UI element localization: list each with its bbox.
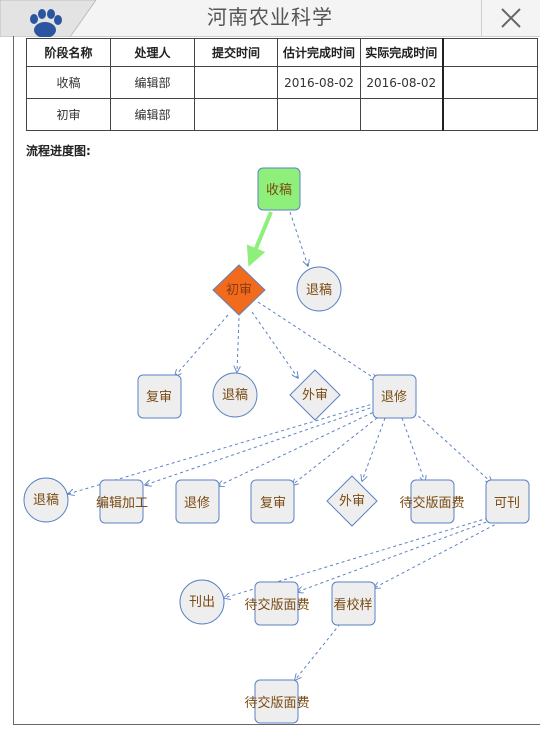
- flow-edge: [257, 301, 377, 380]
- flow-node-tuigao[interactable]: 退稿: [212, 372, 258, 418]
- table-cell-empty: [442, 98, 538, 131]
- flow-node-daijiao[interactable]: 待交版面费: [244, 679, 310, 724]
- column-header: 实际完成时间: [360, 38, 444, 67]
- flow-node-daijiao[interactable]: 待交版面费: [399, 479, 465, 524]
- flow-edge: [289, 211, 308, 266]
- flow-node-daijiao[interactable]: 待交版面费: [244, 581, 310, 626]
- column-header-empty: [442, 38, 538, 67]
- flow-node-tuixiu[interactable]: 退修: [372, 374, 417, 419]
- flow-edge: [251, 311, 298, 378]
- flow-node-label: 退修: [184, 496, 210, 511]
- flow-edge: [218, 409, 379, 486]
- flow-node-label: 复审: [260, 496, 286, 511]
- flow-node-label: 编辑加工: [96, 496, 148, 511]
- flow-node-label: 待交版面费: [399, 495, 464, 511]
- flow-edge: [401, 417, 425, 482]
- flow-node-label: 退修: [381, 390, 407, 405]
- flow-node-label: 外审: [302, 388, 328, 403]
- flow-edge: [297, 519, 493, 592]
- flow-node-label: 外审: [339, 494, 365, 509]
- flow-edge: [295, 623, 341, 680]
- table-header-row: 阶段名称 处理人 提交时间 估计完成时间 实际完成时间: [26, 38, 538, 67]
- flow-edge-active: [246, 211, 273, 267]
- flow-node-kanjiao[interactable]: 看校样: [331, 581, 376, 626]
- flow-edge: [374, 521, 501, 588]
- flow-node-label: 退稿: [222, 387, 248, 403]
- flow-node-label: 可刊: [494, 496, 520, 511]
- flow-node-label: 看校样: [333, 597, 372, 613]
- app-title: 河南农业科学: [207, 5, 333, 29]
- flow-edge: [145, 405, 377, 485]
- app-header: 河南农业科学: [0, 0, 540, 37]
- flow-node-bianji[interactable]: 编辑加工: [96, 479, 148, 524]
- flow-node-waishen[interactable]: 外审: [326, 475, 378, 527]
- flow-node-chushen[interactable]: 初审: [212, 264, 266, 316]
- table-cell: [194, 98, 278, 131]
- table-cell: 收稿: [26, 66, 111, 99]
- flow-node-tuigao[interactable]: 退稿: [23, 477, 69, 523]
- flow-node-shougao[interactable]: 收稿: [257, 167, 301, 211]
- flow-node-tuixiu[interactable]: 退修: [175, 479, 220, 524]
- close-button[interactable]: [481, 0, 540, 36]
- flow-node-fushen[interactable]: 复审: [250, 479, 295, 524]
- flow-node-label: 收稿: [266, 182, 292, 198]
- process-content: 阶段名称 处理人 提交时间 估计完成时间 实际完成时间 收稿 编辑部 2016-…: [13, 36, 540, 725]
- flow-node-label: 复审: [146, 390, 172, 405]
- flow-edge: [292, 413, 383, 485]
- flow-node-tuigao[interactable]: 退稿: [296, 266, 342, 312]
- flow-node-label: 待交版面费: [244, 597, 309, 613]
- progress-table: 阶段名称 处理人 提交时间 估计完成时间 实际完成时间 收稿 编辑部 2016-…: [26, 38, 538, 131]
- flow-node-kanchu[interactable]: 刊出: [179, 579, 225, 625]
- flow-node-label: 退稿: [306, 282, 332, 298]
- table-cell: 初审: [26, 98, 111, 131]
- flow-chart-label: 流程进度图:: [26, 144, 91, 158]
- flow-node-label: 待交版面费: [244, 695, 309, 711]
- flow-node-waishen[interactable]: 外审: [289, 369, 341, 421]
- column-header: 提交时间: [194, 38, 278, 67]
- table-cell: 2016-08-02: [277, 66, 361, 99]
- flow-edge: [175, 314, 229, 376]
- table-cell: [360, 98, 444, 131]
- flow-edge: [362, 417, 386, 481]
- table-row: 收稿 编辑部 2016-08-02 2016-08-02: [26, 66, 538, 99]
- flow-node-fushen[interactable]: 复审: [137, 374, 182, 419]
- flow-node-label: 初审: [226, 283, 252, 298]
- flow-node-label: 退稿: [33, 492, 59, 508]
- flow-edge: [237, 317, 239, 372]
- flow-node-label: 刊出: [189, 595, 215, 610]
- close-icon: [501, 8, 521, 28]
- table-row: 初审 编辑部: [26, 98, 538, 131]
- flow-node-kekan[interactable]: 可刊: [485, 479, 530, 524]
- table-cell: 编辑部: [110, 98, 195, 131]
- paw-logo-icon: [0, 0, 96, 37]
- flow-edge: [413, 411, 492, 483]
